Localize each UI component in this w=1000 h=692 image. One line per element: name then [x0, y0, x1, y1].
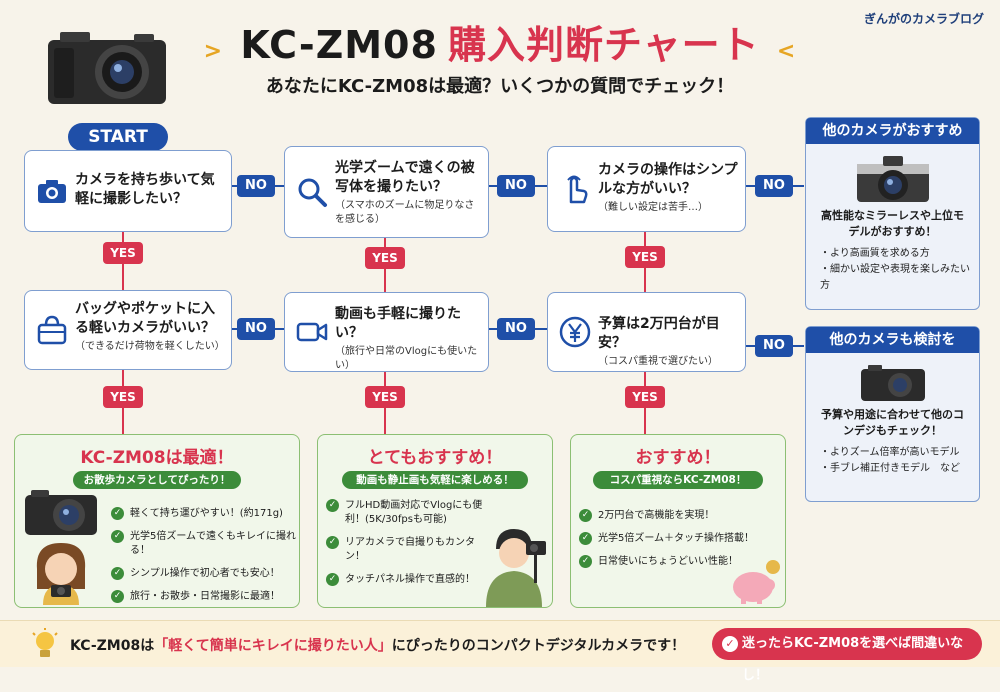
bag-icon	[37, 315, 67, 345]
mirrorless-camera-icon	[856, 156, 929, 202]
list-item: ・よりズーム倍率が高いモデル	[820, 447, 960, 458]
question-note: （コスパ重視で選びたい）	[598, 356, 718, 367]
sparkle-icon: <	[759, 39, 797, 64]
footer-message: KC-ZM08は「軽くて簡単にキレイに撮りたい人」にぴったりのコンパクトデジタル…	[70, 635, 685, 655]
footer-button-label: 迷ったらKC-ZM08を選べば間違いなし！	[742, 636, 964, 683]
question-note: （スマホのズームに物足りなさを感じる）	[335, 200, 475, 225]
question-text: カメラを持ち歩いて気軽に撮影したい？	[75, 172, 215, 207]
side-panel-text: 予算や用途に合わせて他のコンデジもチェック！	[821, 408, 964, 437]
check-icon: ✓	[722, 636, 738, 652]
check-icon: ✓	[579, 509, 592, 522]
woman-photographer-illustration	[36, 543, 86, 605]
compact-camera-icon	[25, 490, 97, 535]
title-model: KC-ZM08	[240, 23, 438, 67]
yes-label: YES	[625, 386, 665, 408]
side-panel-title: 他のカメラも検討を	[806, 327, 979, 353]
no-label: NO	[497, 175, 535, 197]
result-box-good: おすすめ！ コスパ重視ならKC-ZM08！ ✓ 2万円台で高機能を実現！ ✓ 光学5…	[570, 434, 786, 608]
tap-hand-icon	[567, 175, 588, 204]
yes-label: YES	[365, 247, 405, 269]
check-icon: ✓	[326, 499, 339, 512]
sparkle-icon: >	[203, 39, 241, 64]
compact-camera-illustration	[48, 32, 166, 104]
result-title: とてもおすすめ！	[367, 448, 503, 468]
check-icon: ✓	[579, 532, 592, 545]
feature-item: 旅行・お散歩・日常撮影に最適！	[130, 591, 280, 602]
feature-item: 光学5倍ズームで遠くもキレイに撮れる！	[130, 531, 297, 556]
no-label: NO	[237, 175, 275, 197]
feature-item: シンプル操作で初心者でも安心！	[130, 568, 280, 579]
result-badge: コスパ重視ならKC-ZM08！	[593, 471, 763, 489]
feature-item: 日常使いにちょうどいい性能！	[598, 556, 738, 567]
no-label: NO	[755, 335, 793, 357]
page-subtitle: あなたにKC-ZM08は最適？いくつかの質問でチェック！	[265, 76, 735, 97]
side-panel-text: 高性能なミラーレスや上位モデルがおすすめ！	[821, 209, 964, 238]
start-badge: START	[68, 123, 168, 151]
no-label: NO	[237, 318, 275, 340]
feature-item: 2万円台で高機能を実現！	[598, 510, 715, 521]
title-rest: 購入判断チャート	[447, 23, 760, 67]
question-note: （旅行や日常のVlogにも使いたい）	[335, 346, 478, 371]
question-box-zoom: 光学ズームで遠くの被写体を撮りたい？ （スマホのズームに物足りなさを感じる）	[284, 146, 489, 238]
check-icon: ✓	[111, 590, 124, 603]
vlogger-illustration	[486, 529, 546, 607]
question-note: （難しい設定は苦手…）	[598, 202, 708, 213]
list-item: ・より高画質を求める方	[820, 248, 930, 259]
yes-label: YES	[625, 246, 665, 268]
result-badge: お散歩カメラとしてぴったり！	[73, 471, 241, 489]
yes-label: YES	[365, 386, 405, 408]
yes-label: YES	[103, 242, 143, 264]
question-box-video: 動画も手軽に撮りたい？ （旅行や日常のVlogにも使いたい）	[284, 292, 489, 372]
feature-item: リアカメラで自撮りもカンタン！	[345, 537, 475, 562]
footer-prefix: KC-ZM08は	[70, 638, 155, 654]
side-panel-other-camera: 他のカメラがおすすめ 高性能なミラーレスや上位モデルがおすすめ！ ・より高画質を…	[805, 117, 980, 310]
question-text: カメラの操作はシンプルな方がいい？	[598, 162, 738, 197]
question-text: 光学ズームで遠くの被写体を撮りたい？	[335, 160, 475, 195]
check-icon: ✓	[326, 573, 339, 586]
question-text: バッグやポケットに入る軽いカメラがいい？	[75, 301, 215, 336]
feature-item: 光学5倍ズーム＋タッチ操作搭載！	[598, 533, 755, 544]
result-title: おすすめ！	[635, 448, 721, 468]
list-item: ・細かい設定や表現を楽しみたい方	[820, 264, 970, 291]
result-title: KC-ZM08は最適！	[80, 448, 234, 468]
lightbulb-icon	[32, 628, 58, 657]
feature-item: 軽くて持ち運びやすい！(約171g)	[130, 508, 283, 519]
question-note: （できるだけ荷物を軽くしたい）	[75, 341, 225, 352]
side-panel-consider: 他のカメラも検討を 予算や用途に合わせて他のコンデジもチェック！ ・よりズーム倍…	[805, 326, 980, 502]
video-icon	[296, 322, 328, 342]
question-text: 予算は2万円台が目安？	[598, 316, 720, 351]
list-item: ・手ブレ補正付きモデル など	[820, 463, 960, 474]
check-icon: ✓	[111, 530, 124, 543]
question-box-simple: カメラの操作はシンプルな方がいい？ （難しい設定は苦手…）	[547, 146, 746, 232]
yes-label: YES	[103, 386, 143, 408]
footer-suffix: にぴったりのコンパクトデジタルカメラです！	[391, 638, 686, 654]
question-box-walk: カメラを持ち歩いて気軽に撮影したい？	[24, 150, 232, 232]
camera-icon	[38, 180, 66, 203]
question-text: 動画も手軽に撮りたい？	[335, 306, 461, 341]
footer-highlight: 「軽くて簡単にキレイに撮りたい人」	[154, 638, 392, 654]
question-box-light: バッグやポケットに入る軽いカメラがいい？ （できるだけ荷物を軽くしたい）	[24, 290, 232, 370]
no-label: NO	[497, 318, 535, 340]
brand-label: ぎんがのカメラブログ	[863, 12, 984, 26]
check-icon: ✓	[111, 567, 124, 580]
check-icon: ✓	[111, 507, 124, 520]
feature-item: フルHD動画対応でVlogにも便利！(5K/30fpsも可能)	[345, 500, 483, 525]
piggy-bank-icon	[733, 560, 780, 604]
result-box-best: KC-ZM08は最適！ お散歩カメラとしてぴったり！ ✓ 軽くて持ち運びやすい！(…	[14, 434, 300, 608]
result-box-recommended: とてもおすすめ！ 動画も静止画も気軽に楽しめる！ ✓ フルHD動画対応でVlogに…	[317, 434, 553, 608]
compact-camera-icon	[860, 365, 925, 401]
side-panel-title: 他のカメラがおすすめ	[806, 118, 979, 144]
question-box-budget: 予算は2万円台が目安？ （コスパ重視で選びたい）	[547, 292, 746, 372]
result-badge: 動画も静止画も気軽に楽しめる！	[342, 471, 528, 489]
no-label: NO	[755, 175, 793, 197]
magnifier-icon	[298, 178, 327, 207]
check-icon: ✓	[579, 555, 592, 568]
footer-recommend-button[interactable]: ✓ 迷ったらKC-ZM08を選べば間違いなし！	[712, 628, 982, 683]
check-icon: ✓	[326, 536, 339, 549]
feature-item: タッチパネル操作で直感的！	[345, 574, 475, 585]
yen-icon	[559, 316, 591, 348]
